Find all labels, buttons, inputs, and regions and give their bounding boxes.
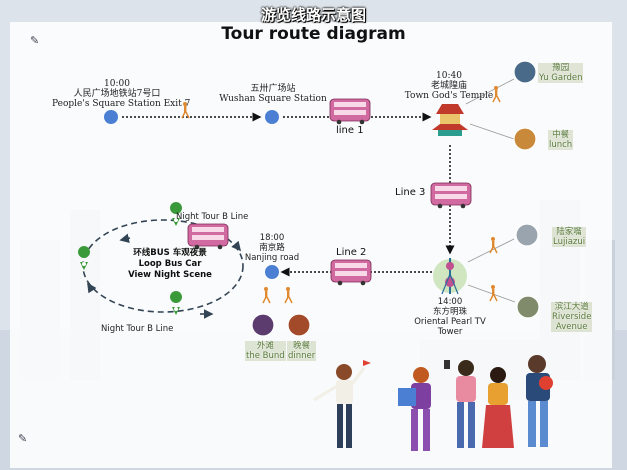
temple-icon xyxy=(432,104,468,136)
walker-icon-6 xyxy=(284,287,293,304)
walker-icon-3 xyxy=(489,237,498,254)
poi-lunch-en: lunch xyxy=(548,140,574,150)
poi-riverside-en1: Riverside xyxy=(551,312,593,322)
bus-icon-line1 xyxy=(329,98,371,125)
stop-peoples-square-time: 10:00 xyxy=(104,79,130,89)
poi-leader-lines xyxy=(465,78,516,303)
stop-nanjing-time: 18:00 xyxy=(259,233,285,243)
loop-arrow-right xyxy=(231,240,242,252)
lunch-photo xyxy=(513,127,537,151)
poi-bund-en: the Bund xyxy=(245,351,286,361)
logo-mark-bottom: ✎ xyxy=(18,432,28,445)
stop-nanjing-en: Nanjing road xyxy=(244,253,300,263)
walker-icons xyxy=(181,86,501,304)
map-pin-icon-top xyxy=(170,202,183,226)
loop-description-en1: Loop Bus Car xyxy=(138,259,202,269)
poi-lunch-label: 中餐 lunch xyxy=(548,130,574,150)
poi-lujiazui-zh: 陆家嘴 xyxy=(552,227,587,237)
stop-wushan-en: Wushan Square Station xyxy=(219,94,327,104)
stop-peoples-square-zh: 人民广场地铁站7号口 xyxy=(73,89,161,99)
poi-dinner-en: dinner xyxy=(287,351,317,361)
stop-town-god-label: 10:40 老城隍庙 Town God's Temple xyxy=(394,71,504,101)
diagram-panel xyxy=(10,22,612,468)
map-pin-icon-left xyxy=(78,246,91,270)
stop-pearl-tower-zh: 东方明珠 xyxy=(432,307,467,317)
yu-garden-photo xyxy=(513,60,537,84)
poi-riverside-zh: 滨江大道 xyxy=(551,302,593,312)
loop-arrow-left xyxy=(87,282,97,294)
logo-mark: ✎ xyxy=(30,34,40,47)
poi-lunch-zh: 中餐 xyxy=(548,130,574,140)
dinner-photo xyxy=(287,313,311,337)
poi-riverside-label: 滨江大道 Riverside Avenue xyxy=(551,302,593,332)
poi-yu-garden-en: Yu Garden xyxy=(538,73,584,83)
riverside-photo xyxy=(516,295,540,319)
walker-icon-4 xyxy=(489,285,498,302)
stop-town-god-zh: 老城隍庙 xyxy=(430,81,467,91)
stop-nanjing-label: 18:00 南京路 Nanjing road xyxy=(236,233,308,263)
stop-wushan-label: 五卅广场站 Wushan Square Station xyxy=(212,84,334,104)
stop-wushan-zh: 五卅广场站 xyxy=(250,84,296,94)
poi-yu-garden-zh: 豫园 xyxy=(538,63,584,73)
loop-arrow-top xyxy=(119,233,131,243)
stop-peoples-square-en: People's Square Station Exit 7 xyxy=(52,99,191,109)
stop-pearl-tower-time: 14:00 xyxy=(437,297,463,307)
poi-bund-label: 外滩 the Bund xyxy=(245,341,286,361)
stop-town-god-en: Town God's Temple xyxy=(404,91,494,101)
poi-lujiazui-en: Lujiazui xyxy=(552,237,587,247)
poi-dinner-label: 晚餐 dinner xyxy=(287,341,317,361)
poi-riverside-en2: Avenue xyxy=(551,322,593,332)
title-english: Tour route diagram xyxy=(221,24,406,44)
loop-description-en2: View Night Scene xyxy=(128,270,212,280)
poi-dinner-zh: 晚餐 xyxy=(287,341,317,351)
walker-icon-2 xyxy=(492,86,501,103)
stop-peoples-square-label: 10:00 人民广场地铁站7号口 People's Square Station… xyxy=(52,79,191,109)
poi-lujiazui-label: 陆家嘴 Lujiazui xyxy=(552,227,587,247)
station-dot-peoples-square xyxy=(104,110,118,124)
stop-pearl-tower-en1: Oriental Pearl TV xyxy=(414,317,486,327)
loop-bottom-label: Night Tour B Line xyxy=(101,324,174,334)
map-pin-icon-bottom xyxy=(170,291,183,315)
stop-nanjing-zh: 南京路 xyxy=(259,243,285,253)
poi-bund-zh: 外滩 xyxy=(245,341,286,351)
bus-icon-loop xyxy=(187,223,229,250)
line3-label: Line 3 xyxy=(395,187,426,198)
lujiazui-photo xyxy=(515,223,539,247)
walker-icon-1 xyxy=(181,102,190,119)
line2-label: Line 2 xyxy=(336,247,367,258)
loop-top-label: Night Tour B Line xyxy=(176,212,249,222)
stop-town-god-time: 10:40 xyxy=(436,71,462,81)
bus-icon-line2 xyxy=(330,259,372,286)
poi-yu-garden-label: 豫园 Yu Garden xyxy=(538,63,584,83)
title-chinese: 游览线路示意图 xyxy=(260,6,366,24)
bus-icon-line3 xyxy=(430,182,472,209)
walker-icon-5 xyxy=(262,287,271,304)
bund-photo xyxy=(251,313,275,337)
loop-description-zh: 环线BUS 车观夜景 xyxy=(133,248,207,258)
stop-pearl-tower-en2: Tower xyxy=(437,327,463,337)
line1-label: line 1 xyxy=(336,125,364,136)
station-dot-wushan xyxy=(265,110,279,124)
pearl-tower-icon xyxy=(433,258,467,295)
stop-pearl-tower-label: 14:00 东方明珠 Oriental Pearl TV Tower xyxy=(399,297,501,337)
station-dot-nanjing xyxy=(265,265,279,279)
tourists-illustration xyxy=(313,355,553,451)
map-pins xyxy=(78,202,183,315)
loop-description: 环线BUS 车观夜景 Loop Bus Car View Night Scene xyxy=(110,248,230,281)
